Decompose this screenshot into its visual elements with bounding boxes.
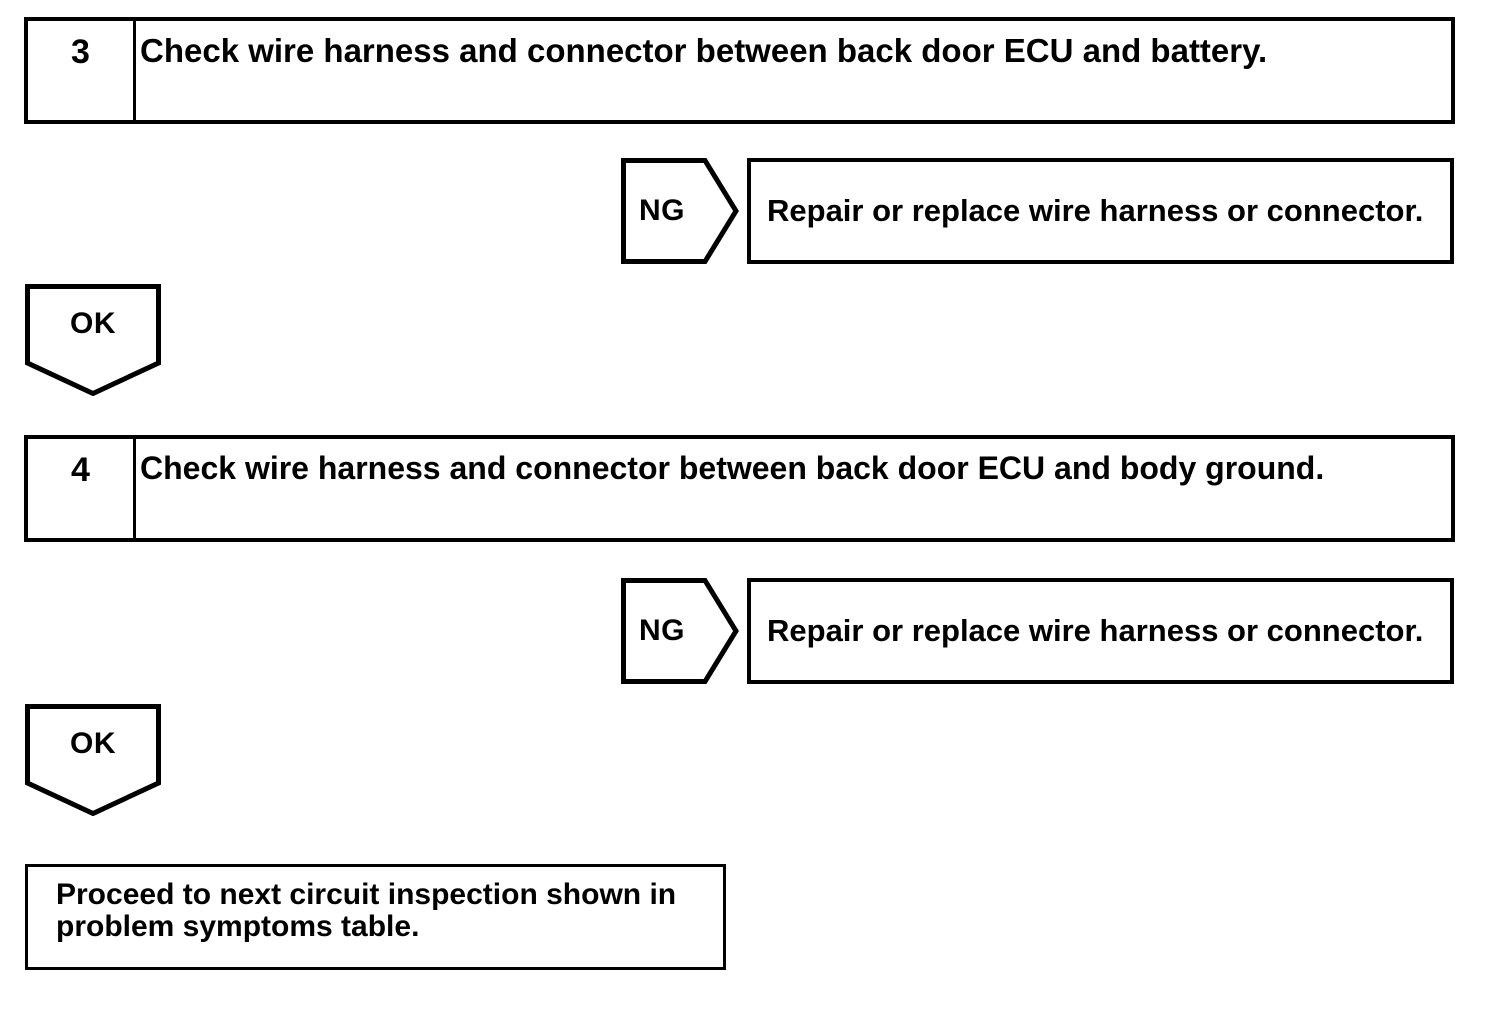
- ng-arrow-3: NG: [621, 158, 739, 264]
- ng-result-box-4: Repair or replace wire harness or connec…: [747, 578, 1454, 684]
- step-number-cell-4: 4: [28, 439, 136, 538]
- step-instruction-4: Check wire harness and connector between…: [140, 439, 1451, 538]
- proceed-box: Proceed to next circuit inspection shown…: [25, 864, 726, 970]
- step-box-4: 4 Check wire harness and connector betwe…: [24, 435, 1455, 542]
- step-number-4: 4: [71, 451, 90, 489]
- ok-pentagon-4: OK: [25, 704, 161, 816]
- step-box-3: 3 Check wire harness and connector betwe…: [24, 17, 1455, 124]
- ng-arrow-shape-icon: [621, 578, 739, 684]
- ng-result-box-3: Repair or replace wire harness or connec…: [747, 158, 1454, 264]
- ng-result-text-3: Repair or replace wire harness or connec…: [767, 192, 1424, 228]
- ng-arrow-shape-icon: [621, 158, 739, 264]
- ng-label-3: NG: [639, 194, 685, 227]
- ok-pentagon-shape-icon: [25, 704, 161, 816]
- ok-label-4: OK: [70, 726, 116, 760]
- proceed-text: Proceed to next circuit inspection shown…: [56, 878, 717, 944]
- step-instruction-3: Check wire harness and connector between…: [140, 21, 1451, 120]
- proceed-line-1: Proceed to next circuit inspection shown…: [56, 878, 677, 911]
- ng-label-4: NG: [639, 614, 685, 647]
- ng-arrow-4: NG: [621, 578, 739, 684]
- step-instruction-text-3: Check wire harness and connector between…: [140, 32, 1268, 69]
- step-instruction-text-4: Check wire harness and connector between…: [140, 450, 1325, 486]
- ok-pentagon-shape-icon: [25, 284, 161, 396]
- proceed-line-2: problem symptoms table.: [56, 910, 420, 944]
- step-number-3: 3: [71, 33, 90, 71]
- ok-label-3: OK: [70, 306, 116, 340]
- step-number-cell-3: 3: [28, 21, 136, 120]
- ok-pentagon-3: OK: [25, 284, 161, 396]
- ng-result-text-4: Repair or replace wire harness or connec…: [767, 612, 1424, 648]
